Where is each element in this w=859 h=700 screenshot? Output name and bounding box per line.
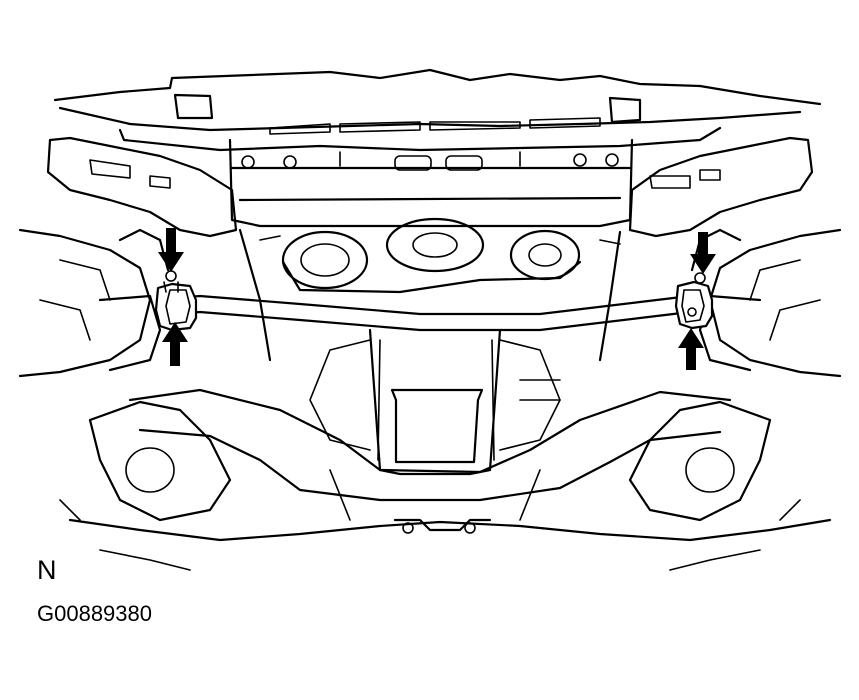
- indicator-arrows: [158, 228, 716, 370]
- arrow-left-top: [158, 228, 184, 272]
- right-bushing-bracket: [674, 272, 714, 330]
- right-frame-rail: [628, 136, 842, 378]
- engine-pulleys: [238, 217, 622, 362]
- left-bushing-bracket: [154, 270, 198, 332]
- view-letter-label: N: [37, 555, 57, 585]
- arrow-right-bottom: [678, 328, 704, 370]
- arrow-right-top: [690, 232, 716, 274]
- arrow-left-bottom: [162, 322, 188, 366]
- stabilizer-bar: [173, 294, 692, 332]
- left-frame-rail: [18, 136, 238, 378]
- figure-code-label: G00889380: [37, 601, 152, 626]
- lower-crossmember: [59, 388, 832, 571]
- radiator-support: [228, 138, 634, 228]
- bumper-reinforcement: [53, 68, 822, 152]
